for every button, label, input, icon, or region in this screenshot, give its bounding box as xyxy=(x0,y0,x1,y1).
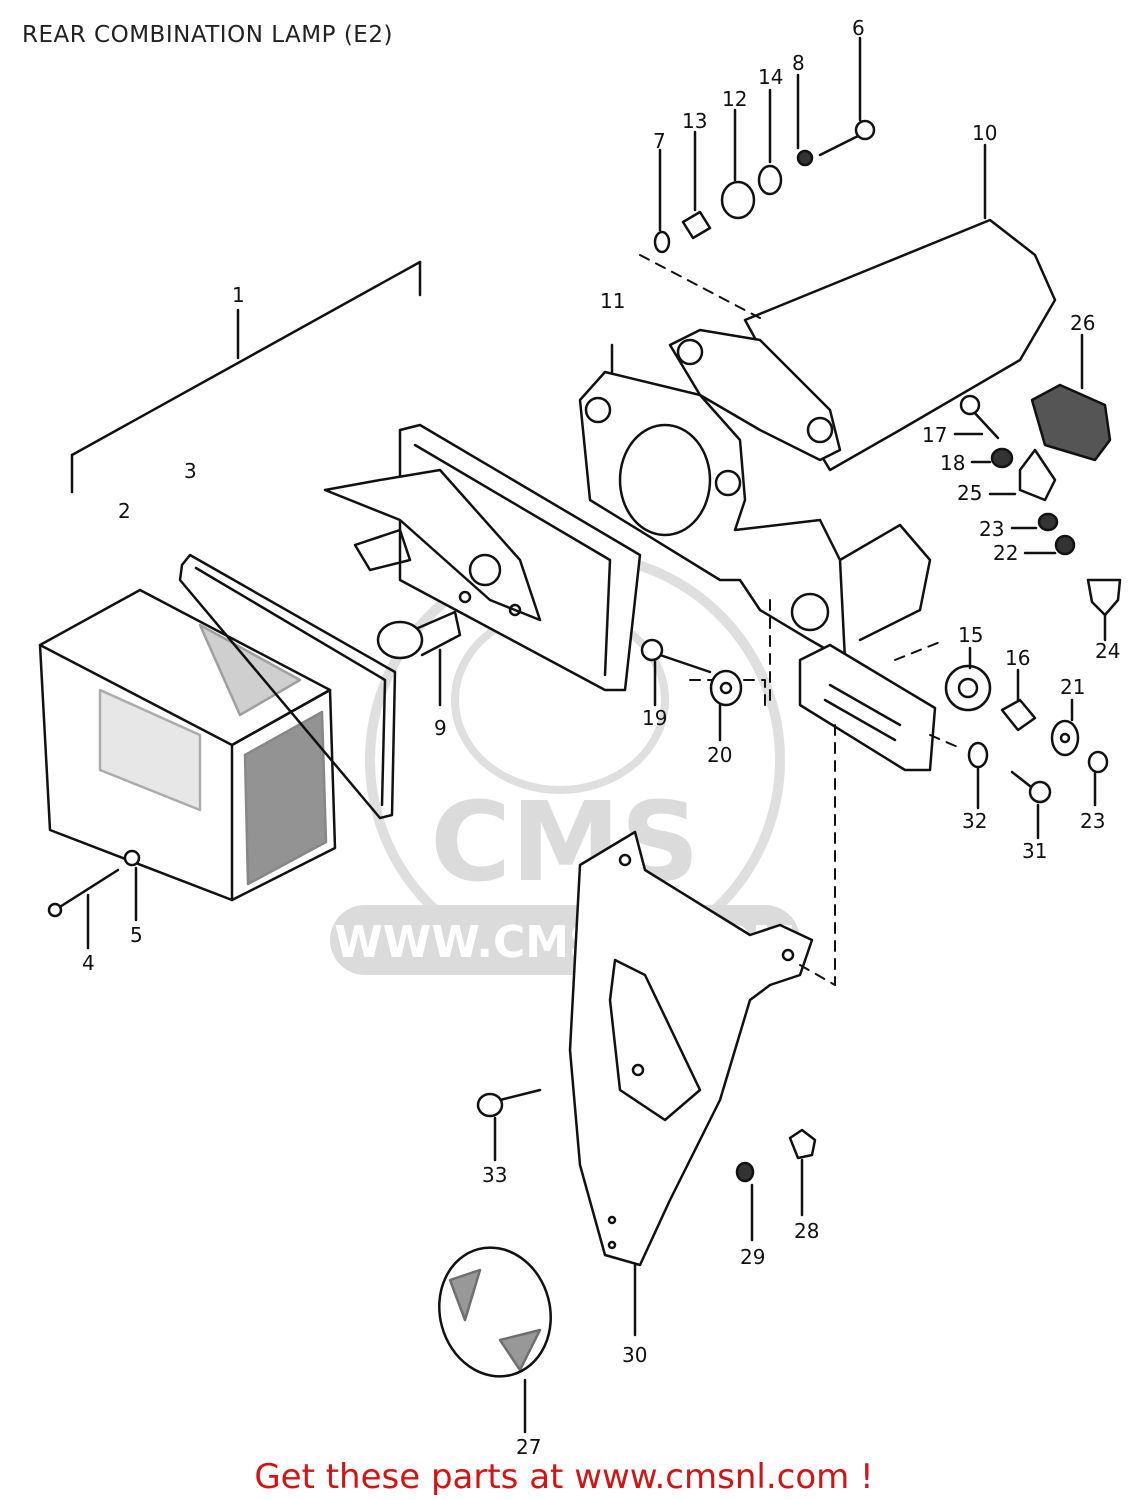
callout-31: 31 xyxy=(1022,839,1047,863)
hardware-cap-24 xyxy=(1086,578,1122,642)
hardware-grommet-12 xyxy=(720,108,756,220)
lamp-housing xyxy=(323,423,642,692)
hardware-nut-18 xyxy=(970,447,1014,469)
diagram-title: REAR COMBINATION LAMP (E2) xyxy=(22,22,393,48)
callout-7: 7 xyxy=(653,129,666,153)
callout-5: 5 xyxy=(130,923,143,947)
callout-26: 26 xyxy=(1070,311,1095,335)
callout-9: 9 xyxy=(434,716,447,740)
hardware-nut-23b xyxy=(1087,750,1109,807)
hardware-washer-20 xyxy=(709,669,743,742)
hardware-bolt-19 xyxy=(640,638,712,707)
hardware-bolt-17 xyxy=(953,394,1000,440)
lower-bracket-plate xyxy=(568,830,814,1337)
bulb xyxy=(376,610,462,707)
callout-27: 27 xyxy=(516,1435,541,1459)
hardware-grommet-15 xyxy=(944,646,992,712)
callout-29: 29 xyxy=(740,1245,765,1269)
callout-30: 30 xyxy=(622,1343,647,1367)
tail-lamp-lens xyxy=(38,588,337,902)
footer-suffix: ! xyxy=(849,1457,874,1497)
callout-20: 20 xyxy=(707,743,732,767)
callout-4: 4 xyxy=(82,951,95,975)
callout-19: 19 xyxy=(642,706,667,730)
callout-23a: 23 xyxy=(979,517,1004,541)
callout-6: 6 xyxy=(852,16,865,40)
hardware-screw-4 xyxy=(47,868,120,950)
footer-cta: Get these parts at www.cmsnl.com ! xyxy=(0,1457,1128,1497)
callout-17: 17 xyxy=(922,423,947,447)
callout-10: 10 xyxy=(972,121,997,145)
license-arm xyxy=(798,643,937,772)
lens-gasket xyxy=(178,553,397,820)
hardware-washer-14 xyxy=(757,88,783,196)
callout-22: 22 xyxy=(993,541,1018,565)
footer-link[interactable]: www.cmsnl.com xyxy=(574,1457,850,1497)
mounting-bracket xyxy=(578,328,847,662)
hardware-nut-8 xyxy=(796,73,814,167)
callout-12: 12 xyxy=(722,87,747,111)
callout-14: 14 xyxy=(758,65,783,89)
callout-23b: 23 xyxy=(1080,809,1105,833)
callout-3: 3 xyxy=(184,459,197,483)
hardware-nut-22 xyxy=(1023,534,1076,556)
hardware-washer-5 xyxy=(123,849,141,922)
reflector xyxy=(438,1246,552,1434)
callout-28: 28 xyxy=(794,1219,819,1243)
callout-2: 2 xyxy=(118,499,131,523)
callout-25: 25 xyxy=(957,481,982,505)
callout-13: 13 xyxy=(682,109,707,133)
callout-21: 21 xyxy=(1060,675,1085,699)
callout-8: 8 xyxy=(792,51,805,75)
hardware-screw-6 xyxy=(818,36,876,157)
hardware-washer-32 xyxy=(967,741,989,810)
callout-24: 24 xyxy=(1095,639,1120,663)
hardware-washer-21 xyxy=(1050,698,1080,757)
hardware-washer-29 xyxy=(735,1161,755,1242)
callout-16: 16 xyxy=(1005,646,1030,670)
hardware-washer-7 xyxy=(653,148,671,254)
hardware-knob-26 xyxy=(1030,333,1112,462)
hardware-collar-13 xyxy=(681,130,712,240)
footer-prefix: Get these parts at xyxy=(254,1457,575,1497)
callout-1: 1 xyxy=(232,283,245,307)
callout-18: 18 xyxy=(940,451,965,475)
hardware-washer-23a xyxy=(1010,512,1059,532)
hardware-nut-28 xyxy=(788,1128,817,1217)
assembly-bracket-line xyxy=(70,260,422,494)
part-callouts: 1 2 3 4 5 6 7 8 9 10 11 12 13 14 15 16 1… xyxy=(82,16,1120,1459)
hardware-bracket-25 xyxy=(988,448,1057,502)
hardware-bolt-31 xyxy=(1010,770,1052,840)
hardware-pin-33 xyxy=(476,1088,542,1162)
callout-33: 33 xyxy=(482,1163,507,1187)
callout-15: 15 xyxy=(958,623,983,647)
callout-11: 11 xyxy=(600,289,625,313)
callout-32: 32 xyxy=(962,809,987,833)
hardware-collar-16 xyxy=(1000,668,1037,732)
